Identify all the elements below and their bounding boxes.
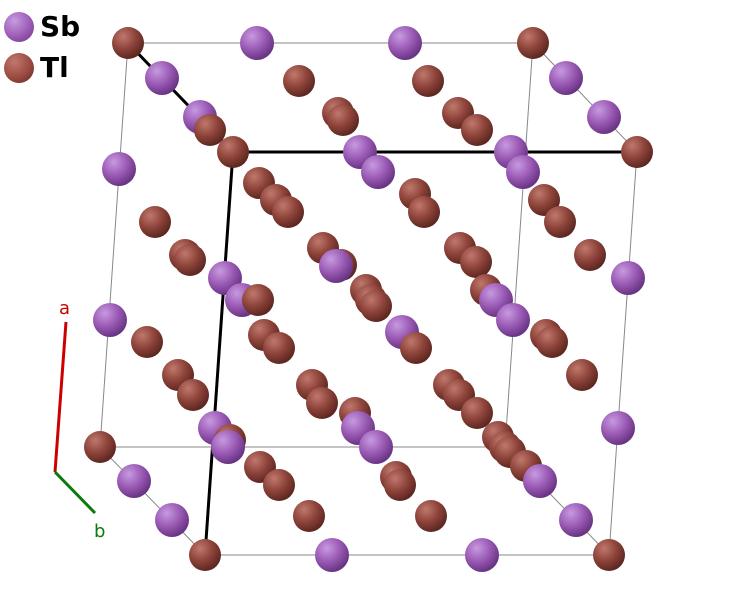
sb-atom <box>359 430 393 464</box>
sb-atom <box>587 100 621 134</box>
sb-atom <box>145 61 179 95</box>
tl-atom <box>536 326 568 358</box>
tl-atom <box>461 114 493 146</box>
legend-item-sb: Sb <box>4 12 80 42</box>
tl-atom <box>139 206 171 238</box>
tl-atom <box>544 206 576 238</box>
tl-atom <box>306 387 338 419</box>
tl-atom <box>517 27 549 59</box>
tl-atom <box>400 332 432 364</box>
sb-atom <box>155 503 189 537</box>
sb-atom <box>102 152 136 186</box>
sb-atom <box>611 261 645 295</box>
a-axis-label: a <box>59 298 70 319</box>
sb-atom <box>506 155 540 189</box>
tl-atom <box>528 184 560 216</box>
tl-atom <box>574 239 606 271</box>
tl-atom <box>293 500 325 532</box>
sb-atom <box>559 503 593 537</box>
tl-swatch-icon <box>4 53 34 83</box>
sb-atom <box>117 464 151 498</box>
a-axis-line <box>53 321 68 473</box>
tl-atom <box>242 284 274 316</box>
tl-atom <box>272 196 304 228</box>
tl-atom <box>112 27 144 59</box>
sb-atom <box>388 26 422 60</box>
sb-atom <box>319 249 353 283</box>
sb-atom <box>523 464 557 498</box>
tl-atom <box>327 104 359 136</box>
sb-atom <box>549 61 583 95</box>
tl-atom <box>194 114 226 146</box>
tl-atom <box>174 244 206 276</box>
sb-atom <box>496 303 530 337</box>
b-axis-line <box>53 470 97 515</box>
tl-atom <box>460 246 492 278</box>
sb-atom <box>315 538 349 572</box>
tl-atom <box>415 500 447 532</box>
tl-atom <box>412 65 444 97</box>
legend: Sb Tl <box>0 0 110 100</box>
sb-atom <box>240 26 274 60</box>
tl-atom <box>408 196 440 228</box>
tl-atom <box>189 539 221 571</box>
tl-atom <box>461 397 493 429</box>
tl-atom <box>621 136 653 168</box>
sb-atom <box>93 303 127 337</box>
atoms <box>84 26 653 572</box>
tl-atom <box>177 379 209 411</box>
tl-atom <box>263 469 295 501</box>
tl-atom <box>360 290 392 322</box>
tl-atom <box>263 332 295 364</box>
tl-atom <box>217 136 249 168</box>
sb-atom <box>465 538 499 572</box>
tl-atom <box>593 539 625 571</box>
tl-atom <box>384 469 416 501</box>
tl-atom <box>566 359 598 391</box>
tl-atom <box>283 65 315 97</box>
sb-atom <box>361 155 395 189</box>
axis-indicator: a b <box>53 298 105 542</box>
sb-atom <box>211 430 245 464</box>
legend-label-tl: Tl <box>40 51 69 84</box>
legend-label-sb: Sb <box>40 10 81 43</box>
b-axis-label: b <box>94 521 105 542</box>
sb-atom <box>601 411 635 445</box>
tl-atom <box>131 326 163 358</box>
sb-swatch-icon <box>4 12 34 42</box>
legend-item-tl: Tl <box>4 53 69 83</box>
tl-atom <box>84 431 116 463</box>
